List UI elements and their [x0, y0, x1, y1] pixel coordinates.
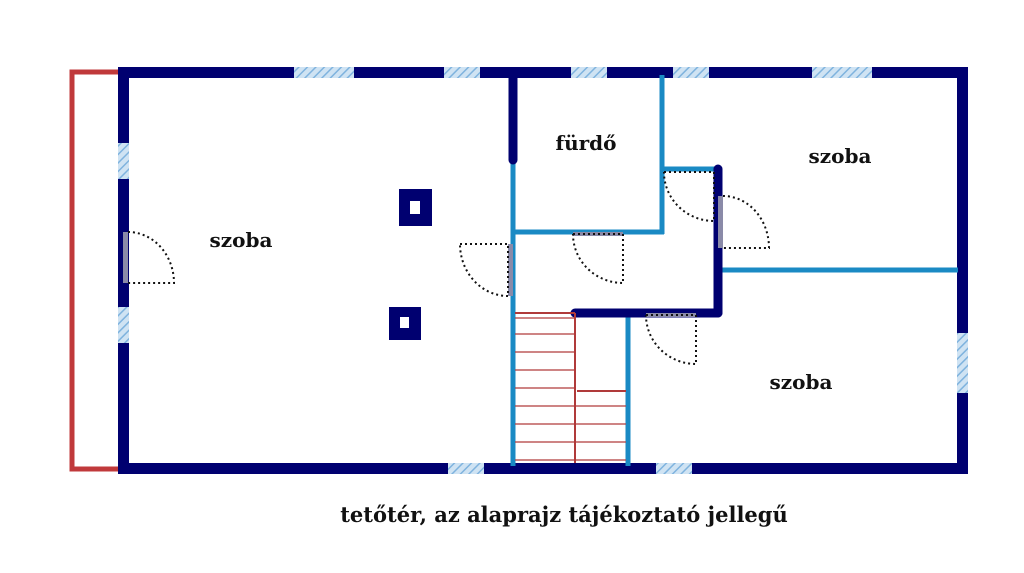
plan-caption: tetőtér, az alaprajz tájékoztató jellegű: [340, 502, 788, 527]
window: [656, 463, 692, 474]
windows: [118, 67, 968, 474]
door-swing: [722, 195, 771, 249]
window: [448, 463, 484, 474]
staircase: [515, 312, 626, 463]
window: [957, 333, 968, 393]
door-swing: [645, 314, 697, 366]
window: [812, 67, 872, 78]
room-label-bathroom: fürdő: [555, 131, 616, 155]
room-label-large: szoba: [210, 228, 273, 252]
window: [444, 67, 480, 78]
window: [571, 67, 607, 78]
doors: [123, 171, 771, 366]
door-swing: [127, 231, 176, 284]
door-swing: [572, 233, 624, 285]
room-label-right-bottom: szoba: [770, 370, 833, 394]
interior-heavy-walls: [508, 70, 723, 318]
window: [294, 67, 354, 78]
window: [118, 307, 129, 343]
door-swing: [663, 171, 715, 223]
door-swing: [459, 243, 509, 298]
room-label-right-top: szoba: [809, 144, 872, 168]
window: [118, 143, 129, 179]
window: [673, 67, 709, 78]
terrace-outline: [69, 69, 123, 472]
chimneys: [389, 189, 432, 340]
